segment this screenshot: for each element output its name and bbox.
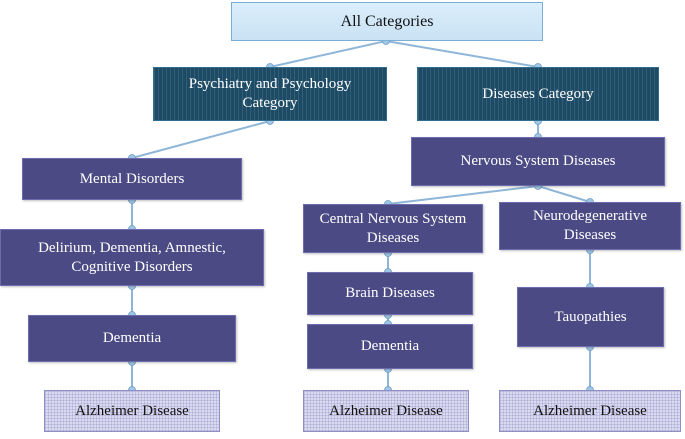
connector-root-diseases	[385, 40, 539, 68]
connector-nervous-cns	[387, 185, 539, 205]
node-alzheimer-cns: Alzheimer Disease	[303, 390, 469, 432]
connector-psychiatry-mental	[131, 120, 271, 159]
node-dementia-cns: Dementia	[307, 324, 473, 369]
node-label: Brain Diseases	[345, 285, 435, 302]
node-label-line2: Diseases	[366, 229, 420, 246]
node-label: Dementia	[102, 330, 162, 347]
node-label-line2: Diseases	[563, 227, 617, 243]
node-label-line2: Category	[242, 95, 298, 111]
connector-nervous-neuro	[537, 185, 591, 203]
node-label: Mental Disorders	[79, 170, 185, 187]
node-mental-disorders: Mental Disorders	[22, 158, 242, 200]
node-label: Alzheimer Disease	[329, 402, 443, 419]
node-label: Nervous System Diseases	[460, 153, 616, 170]
node-label: Diseases Category	[482, 85, 594, 102]
node-label: Tauopathies	[554, 308, 627, 325]
node-neurodegenerative-diseases: Neurodegenerative Diseases	[499, 202, 681, 250]
node-label: Alzheimer Disease	[533, 402, 647, 419]
node-brain-diseases: Brain Diseases	[307, 272, 473, 315]
node-label-group: Central Nervous System Diseases	[320, 210, 467, 248]
node-cns-diseases: Central Nervous System Diseases	[303, 204, 483, 253]
node-psychiatry-category: Psychiatry and Psychology Category	[153, 67, 387, 121]
node-alzheimer-neuro: Alzheimer Disease	[499, 390, 681, 432]
node-label: All Categories	[340, 12, 434, 30]
node-label-line1: Delirium, Dementia, Amnestic,	[38, 239, 226, 256]
node-nervous-system-diseases: Nervous System Diseases	[411, 137, 665, 186]
node-delirium-dementia-amnestic: Delirium, Dementia, Amnestic, Cognitive …	[0, 229, 264, 286]
node-dementia-psychiatry: Dementia	[28, 315, 236, 362]
node-label: Dementia	[360, 338, 420, 355]
node-label-group: Delirium, Dementia, Amnestic, Cognitive …	[38, 239, 226, 277]
node-label-line2: Cognitive Disorders	[71, 258, 193, 275]
connector-root-psychiatry	[269, 40, 387, 68]
node-label-line1: Neurodegenerative	[532, 208, 648, 225]
node-tauopathies: Tauopathies	[517, 287, 664, 347]
node-label-line1: Central Nervous System	[319, 210, 467, 227]
node-label-group: Psychiatry and Psychology Category	[189, 75, 352, 113]
node-diseases-category: Diseases Category	[417, 67, 659, 121]
node-alzheimer-psychiatry: Alzheimer Disease	[44, 390, 220, 432]
node-label-group: Neurodegenerative Diseases	[533, 207, 647, 245]
node-all-categories: All Categories	[231, 2, 543, 41]
node-label-line1: Psychiatry and Psychology	[188, 76, 352, 93]
node-label: Alzheimer Disease	[75, 402, 189, 419]
